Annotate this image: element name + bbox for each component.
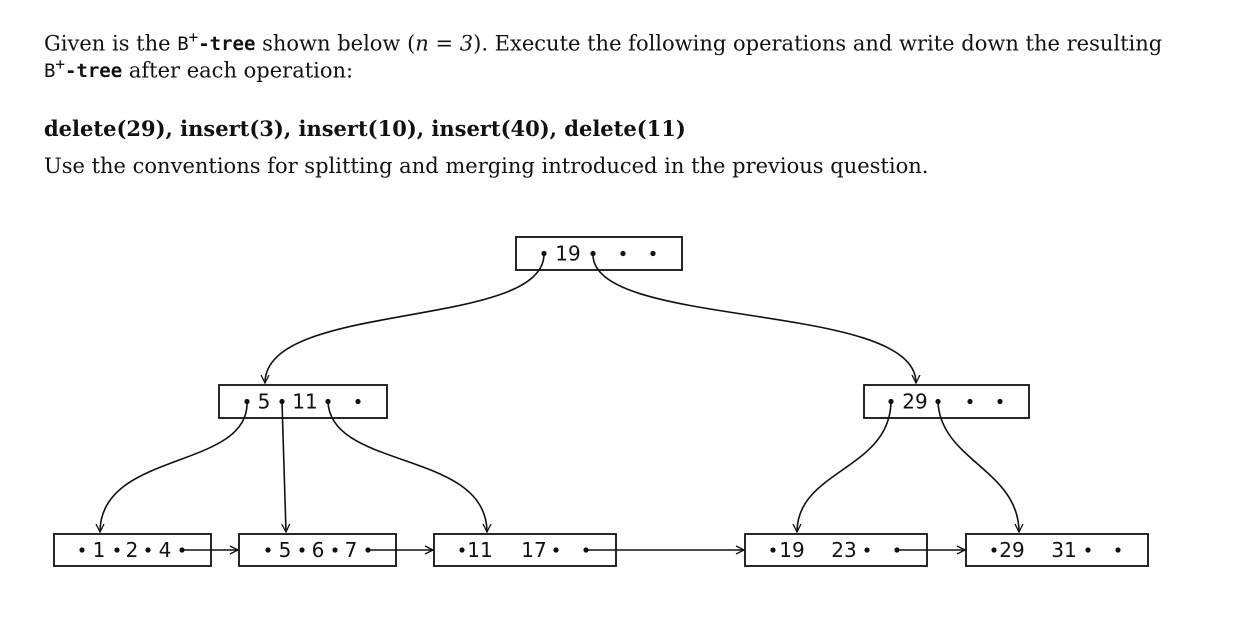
pointer-dot bbox=[967, 398, 973, 405]
btree-plus: + bbox=[188, 28, 199, 47]
btree-tree-word: -tree bbox=[198, 33, 256, 56]
problem-statement-line-2: B+-tree after each operation: bbox=[44, 51, 353, 85]
node-key: 19 bbox=[555, 242, 580, 266]
node-key: 2 bbox=[126, 538, 139, 562]
pointer-dot bbox=[997, 398, 1003, 405]
n-variable: n bbox=[415, 31, 429, 56]
after-each-operation-text: after each operation: bbox=[122, 58, 354, 83]
node-key: 5 bbox=[258, 390, 271, 414]
conventions-note: Use the conventions for splitting and me… bbox=[44, 154, 929, 178]
node-key: 4 bbox=[159, 538, 172, 562]
node-key: 6 bbox=[312, 538, 325, 562]
intro-text: Given is the bbox=[44, 31, 178, 56]
equals-sign: = bbox=[428, 31, 460, 56]
node-key: 7 bbox=[345, 538, 358, 562]
btree-plus-2: + bbox=[55, 55, 65, 74]
inner-node-left: 5 11 bbox=[218, 384, 388, 419]
pointer-dot bbox=[114, 547, 120, 553]
edge-root-to-left bbox=[265, 253, 545, 384]
edge-left-to-leaf-1 bbox=[100, 401, 248, 533]
edge-left-to-leaf-3 bbox=[327, 401, 487, 533]
pointer-dot bbox=[770, 547, 776, 553]
node-key: 11 bbox=[292, 390, 317, 414]
operations-list: delete(29), insert(3), insert(10), inser… bbox=[44, 116, 686, 141]
pointer-dot bbox=[332, 547, 338, 553]
node-key: 31 bbox=[1051, 538, 1076, 562]
leaf-node-3: 11 17 bbox=[433, 533, 617, 567]
btree-b: B bbox=[177, 33, 189, 56]
btree-tree-word-2: -tree bbox=[64, 60, 123, 83]
btree-label-2: B+-tree bbox=[44, 55, 123, 83]
pointer-dot bbox=[1115, 547, 1121, 553]
pointer-dot bbox=[864, 547, 870, 553]
root-node: 19 bbox=[515, 236, 683, 271]
pointer-dot bbox=[265, 547, 271, 553]
pointer-dot bbox=[459, 547, 465, 553]
inner-node-right: 29 bbox=[863, 384, 1030, 419]
node-key: 17 bbox=[521, 538, 546, 562]
pointer-dot bbox=[355, 398, 361, 405]
pointer-dot bbox=[553, 547, 559, 553]
node-key: 5 bbox=[279, 538, 292, 562]
intro-shown-text: shown below ( bbox=[255, 31, 416, 56]
edge-left-to-leaf-2 bbox=[282, 401, 286, 533]
leaf-node-5: 29 31 bbox=[965, 533, 1149, 567]
node-key: 29 bbox=[902, 390, 927, 414]
edge-right-to-leaf-4 bbox=[797, 401, 892, 533]
n-value: 3 bbox=[459, 31, 474, 56]
edge-right-to-leaf-5 bbox=[937, 401, 1019, 533]
problem-statement-line-1: Given is the B+-tree shown below (n = 3)… bbox=[44, 24, 1162, 58]
btree-b-2: B bbox=[44, 60, 56, 83]
node-key: 29 bbox=[999, 538, 1024, 562]
btree-label: B+-tree bbox=[177, 28, 256, 56]
edge-root-to-right bbox=[592, 253, 916, 384]
node-key: 23 bbox=[831, 538, 856, 562]
node-key: 11 bbox=[467, 538, 492, 562]
pointer-dot bbox=[299, 547, 305, 553]
pointer-dot bbox=[145, 547, 151, 553]
pointer-dot bbox=[79, 547, 85, 553]
node-key: 19 bbox=[779, 538, 804, 562]
pointer-dot bbox=[650, 250, 656, 257]
node-key: 1 bbox=[93, 538, 106, 562]
pointer-dot bbox=[620, 250, 626, 257]
execute-instruction: ). Execute the following operations and … bbox=[473, 31, 1163, 56]
pointer-dot bbox=[991, 547, 997, 553]
pointer-dot bbox=[1085, 547, 1091, 553]
